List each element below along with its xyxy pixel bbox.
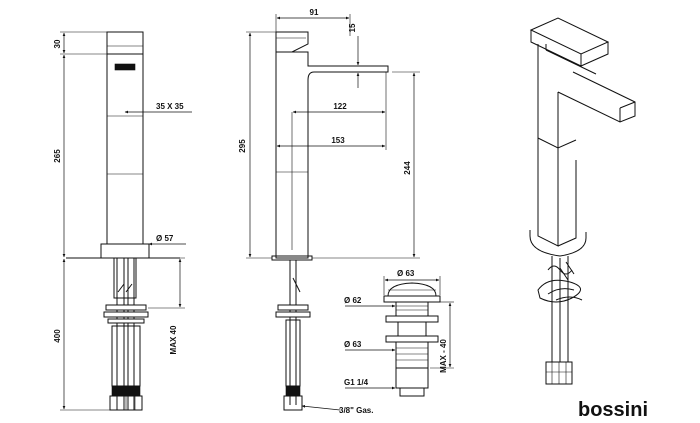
dim-35x35: 35 X 35 xyxy=(156,102,184,111)
dim-400: 400 xyxy=(53,329,62,343)
dim-max-minus-40: MAX - 40 xyxy=(439,339,448,373)
dim-153: 153 xyxy=(331,136,345,145)
dim-30: 30 xyxy=(53,39,62,48)
dim-244: 244 xyxy=(403,161,412,175)
iso-handle-top xyxy=(529,17,610,55)
side-lever xyxy=(275,31,309,53)
dim-3-8-gas: 3/8" Gas. xyxy=(339,406,373,415)
dim-265: 265 xyxy=(53,149,62,163)
front-spout-outlet xyxy=(114,63,136,71)
side-body-spout xyxy=(275,51,389,259)
dim-dia-62: Ø 62 xyxy=(344,296,362,305)
dim-g1-1-4: G1 1/4 xyxy=(344,378,369,387)
iso-base xyxy=(529,232,587,257)
front-base xyxy=(100,243,150,259)
iso-fixing-clip xyxy=(537,279,581,303)
brand-logo: bossini xyxy=(578,399,648,418)
front-view: 30 265 400 35 X 35 Ø 57 MAX 40 xyxy=(53,31,192,411)
dim-max-40: MAX 40 xyxy=(169,325,178,354)
front-body xyxy=(106,53,144,245)
dim-122: 122 xyxy=(333,102,347,111)
iso-body xyxy=(537,44,559,247)
iso-spout xyxy=(557,71,636,123)
side-view: 91 15 295 122 153 244 3/8" Gas. xyxy=(238,8,420,415)
isometric-view xyxy=(529,17,636,385)
waste-cap xyxy=(387,282,437,297)
waste-detail: Ø 63 Ø 62 Ø 63 G1 1/4 MAX - 40 xyxy=(344,269,454,397)
dim-dia-63-top: Ø 63 xyxy=(397,269,415,278)
dim-91: 91 xyxy=(310,8,319,17)
dim-15: 15 xyxy=(348,23,357,32)
dim-295: 295 xyxy=(238,139,247,153)
front-handle xyxy=(106,31,144,55)
dim-dia-57: Ø 57 xyxy=(156,234,174,243)
dim-dia-63-mid: Ø 63 xyxy=(344,340,362,349)
